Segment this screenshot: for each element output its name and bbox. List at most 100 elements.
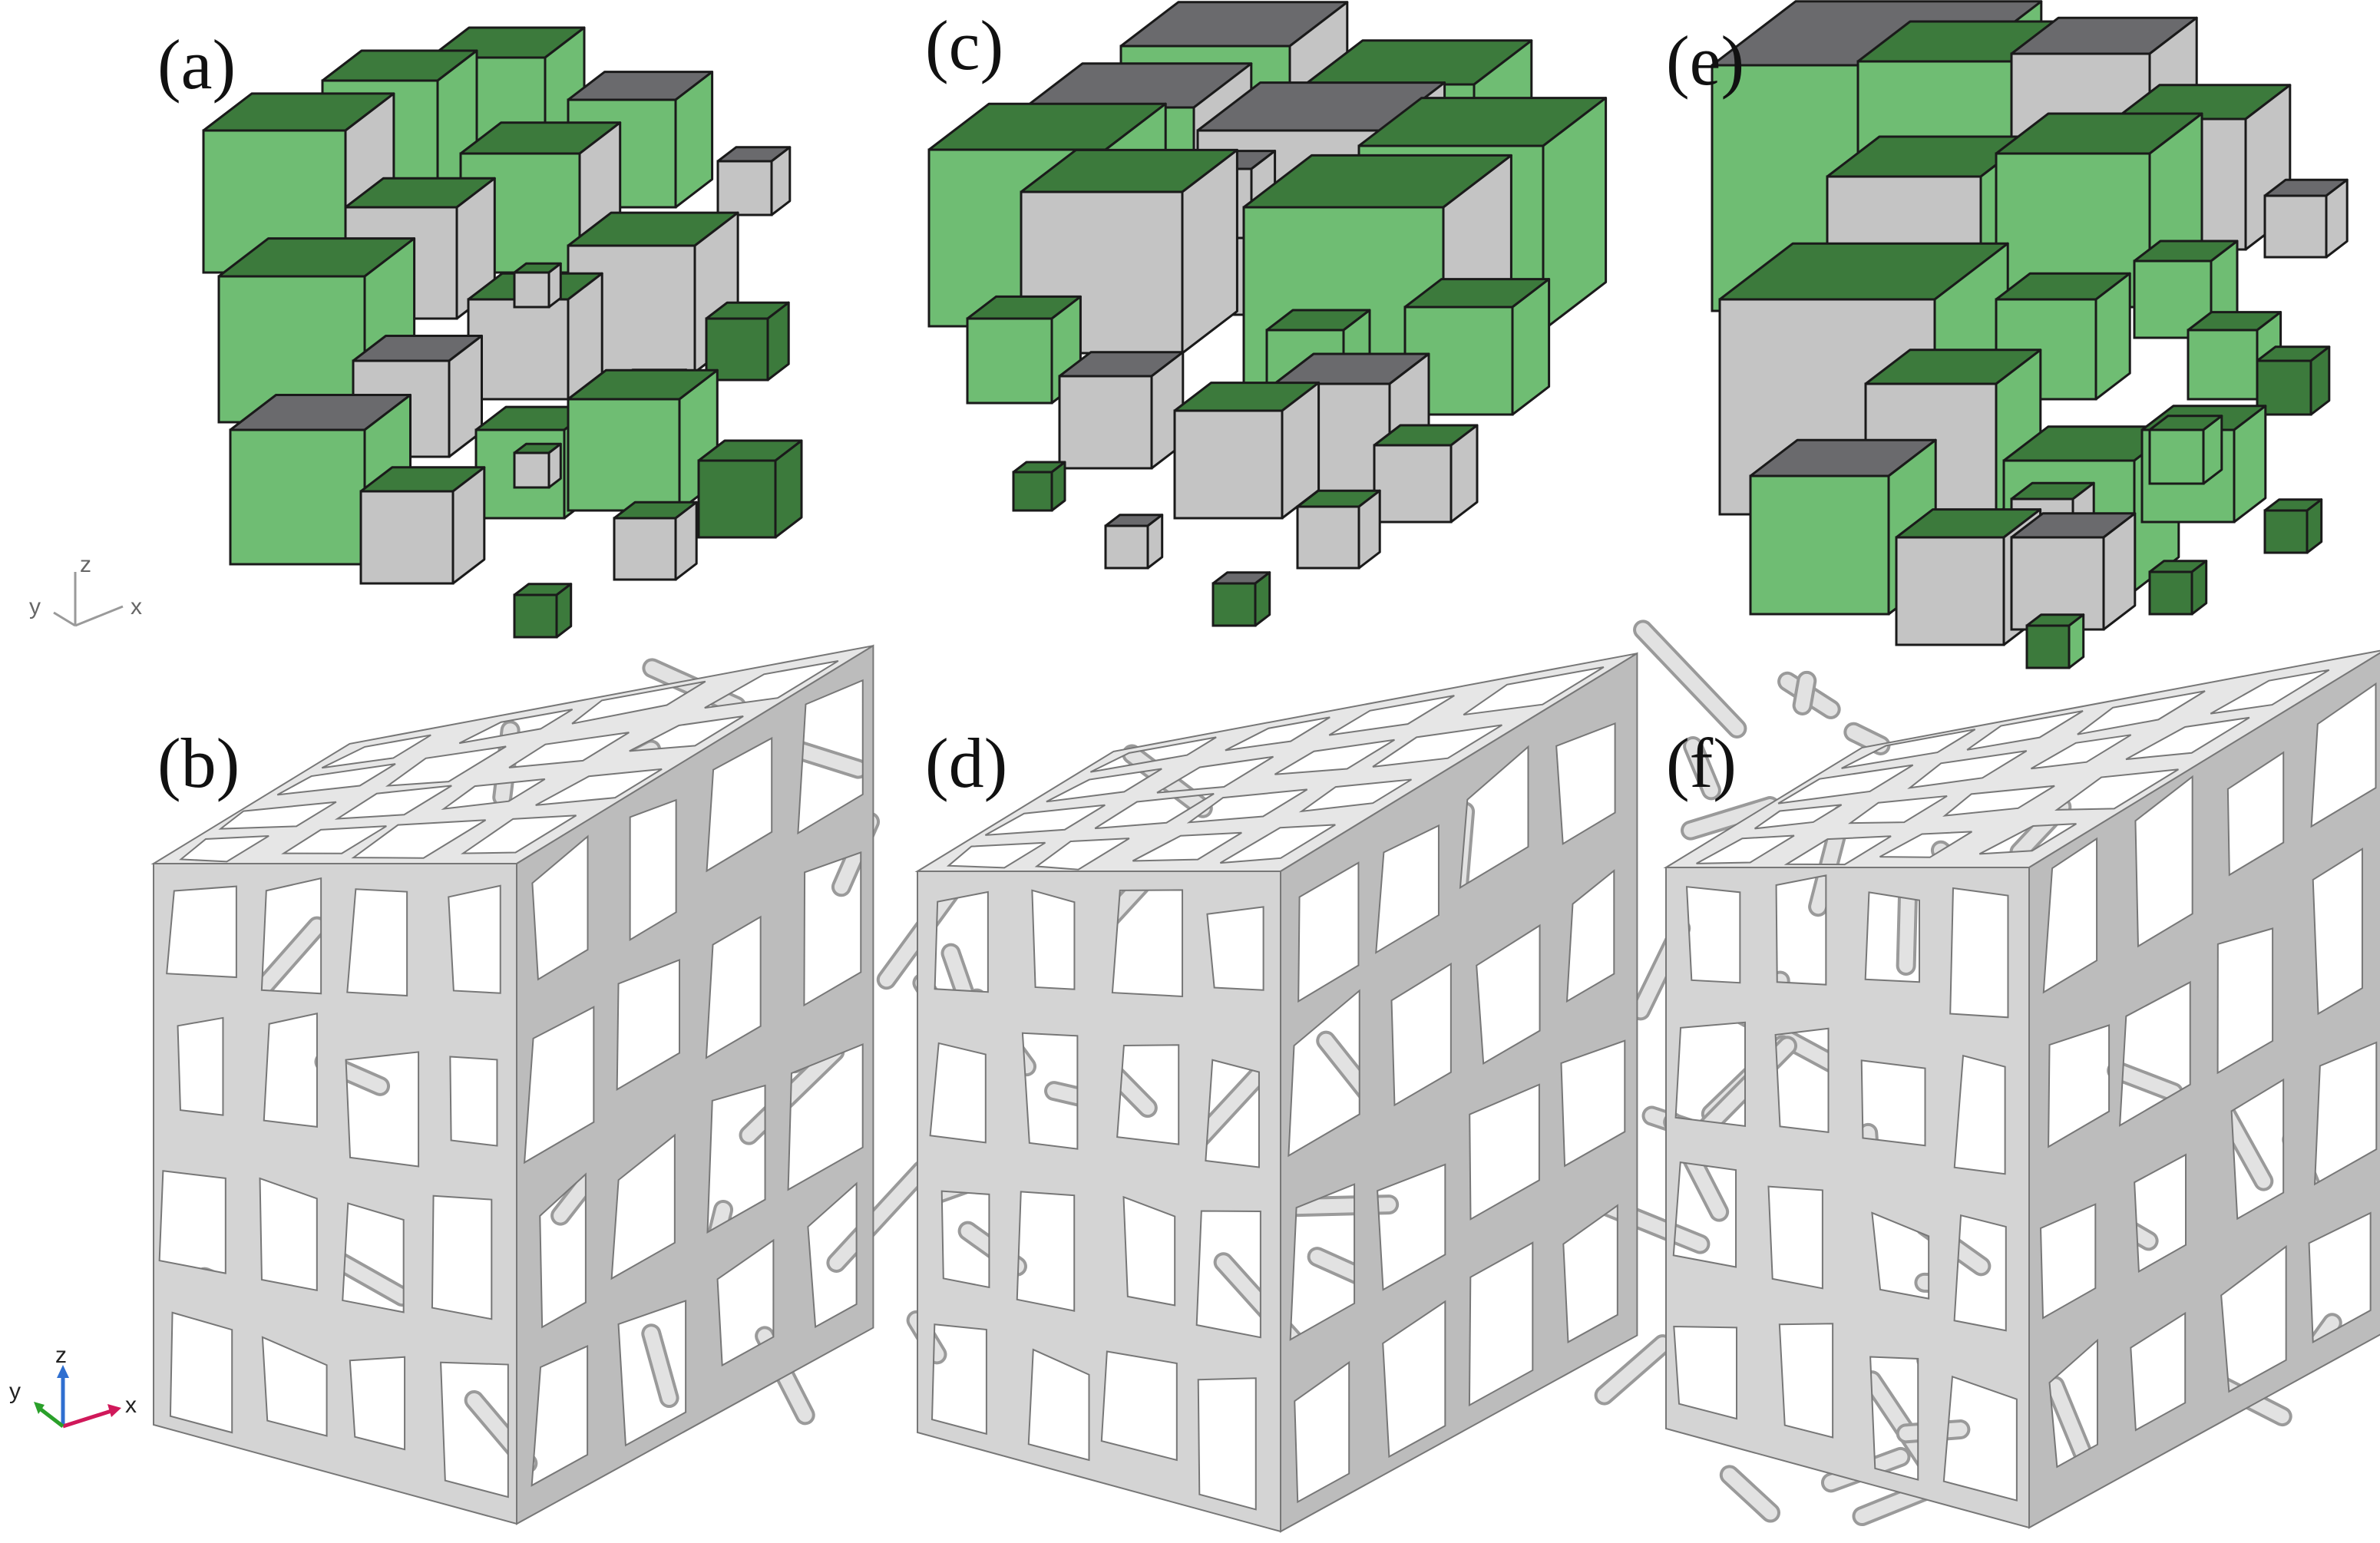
cube-e-21 [2148, 560, 2208, 616]
cube-front-face [966, 317, 1053, 405]
axes-triad-top: z x y [29, 552, 142, 627]
cube-front-face [1296, 505, 1360, 570]
strut [829, 1163, 929, 1270]
cube-e-7 [2263, 178, 2349, 259]
cube-side-face [2306, 498, 2323, 554]
left-face [153, 863, 517, 1525]
lattice-cube-f [1633, 620, 2380, 1529]
panel-label-a: (a) [157, 25, 236, 104]
cube-front-face [2263, 194, 2328, 259]
strut [1636, 623, 1744, 735]
cube-front-face [1749, 474, 1890, 616]
strut [2110, 1063, 2180, 1099]
cube-front-face [1173, 409, 1284, 520]
face-frame [150, 645, 874, 864]
cube-cluster-layer [202, 0, 2349, 669]
cube-a-20 [359, 466, 486, 585]
panel-label-c: (c) [925, 6, 1003, 84]
cube-front-face [2148, 428, 2205, 485]
cube-e-18 [1895, 508, 2042, 646]
cube-side-face [547, 442, 562, 489]
face-frame [914, 653, 1638, 872]
cube-c-15 [1373, 424, 1479, 524]
cube-front-face [513, 593, 558, 639]
face-frame [2028, 652, 2380, 1529]
strut [1684, 799, 1777, 838]
cube-a-5 [716, 146, 792, 216]
right-face [1280, 652, 1638, 1533]
cube-front-face [1104, 524, 1149, 570]
strut [2048, 1379, 2092, 1465]
cube-a-17 [567, 368, 719, 512]
cube-side-face [2068, 613, 2085, 669]
cube-front-face [359, 490, 455, 585]
cube-front-face [2187, 329, 2259, 401]
cube-front-face [1373, 444, 1453, 524]
cube-a-18 [513, 442, 562, 489]
cube-side-face [1146, 514, 1164, 570]
cube-front-face [513, 271, 550, 309]
right-face [516, 644, 874, 1525]
cube-front-face [716, 160, 773, 216]
z-axis-arrowhead [57, 1365, 69, 1378]
cube-c-19 [1211, 571, 1271, 627]
top-face [150, 645, 874, 864]
x-axis-label-bottom: x [125, 1393, 137, 1418]
cube-c-12 [1058, 351, 1185, 470]
cube-e-16 [2148, 415, 2223, 485]
cube-front-face [1895, 536, 2005, 646]
lattice-cube-d [912, 652, 1939, 1533]
cube-front-face [229, 428, 366, 566]
cube-front-face [1012, 471, 1053, 512]
y-axis-line [53, 611, 76, 627]
strut [1846, 725, 1888, 752]
cube-e-20 [2263, 498, 2323, 554]
cube-front-face [2148, 570, 2193, 616]
left-face [1665, 867, 2030, 1529]
strut [645, 661, 744, 713]
x-axis-line [74, 605, 124, 627]
top-face [1663, 649, 2380, 868]
cube-front-face [467, 298, 570, 401]
z-axis-label: z [80, 552, 91, 577]
right-face [2028, 652, 2380, 1529]
cube-c-18 [1104, 514, 1164, 570]
panel-label-b: (b) [157, 724, 240, 802]
cube-c-14 [1173, 382, 1321, 520]
strut [334, 1255, 409, 1304]
x-axis-arrow [62, 1409, 112, 1429]
cube-front-face [697, 459, 777, 539]
cube-side-face [1050, 461, 1066, 512]
cube-c-16 [1012, 461, 1066, 512]
top-face [914, 653, 1638, 872]
cube-front-face [2263, 509, 2309, 554]
face-frame [1663, 649, 2380, 868]
panel-label-f: (f) [1666, 724, 1737, 802]
strut [644, 1327, 676, 1406]
cube-front-face [2025, 624, 2071, 669]
cube-front-face [1211, 582, 1257, 627]
panel-label-d: (d) [925, 724, 1007, 802]
cube-c-9 [966, 295, 1082, 405]
cube-front-face [513, 451, 550, 489]
x-axis-label: x [131, 594, 142, 620]
axes-triad-bottom: z x y [9, 1343, 137, 1429]
cube-a-19 [697, 439, 803, 539]
cube-front-face [613, 517, 677, 581]
cube-side-face [1254, 571, 1271, 627]
lattice-layer [150, 620, 2380, 1533]
cube-a-11 [513, 262, 562, 309]
z-axis-label-bottom: z [55, 1343, 67, 1368]
panel-label-e: (e) [1666, 21, 1744, 100]
cube-front-face [567, 398, 681, 512]
cube-side-face [547, 262, 562, 309]
cube-front-face [1058, 375, 1153, 470]
cube-e-22 [2025, 613, 2085, 669]
cube-e-12 [2256, 345, 2331, 416]
strut [1795, 673, 1814, 712]
face-frame [516, 644, 874, 1525]
y-axis-label: y [29, 594, 41, 620]
face-frame [917, 871, 1281, 1533]
cube-a-21 [613, 501, 698, 581]
